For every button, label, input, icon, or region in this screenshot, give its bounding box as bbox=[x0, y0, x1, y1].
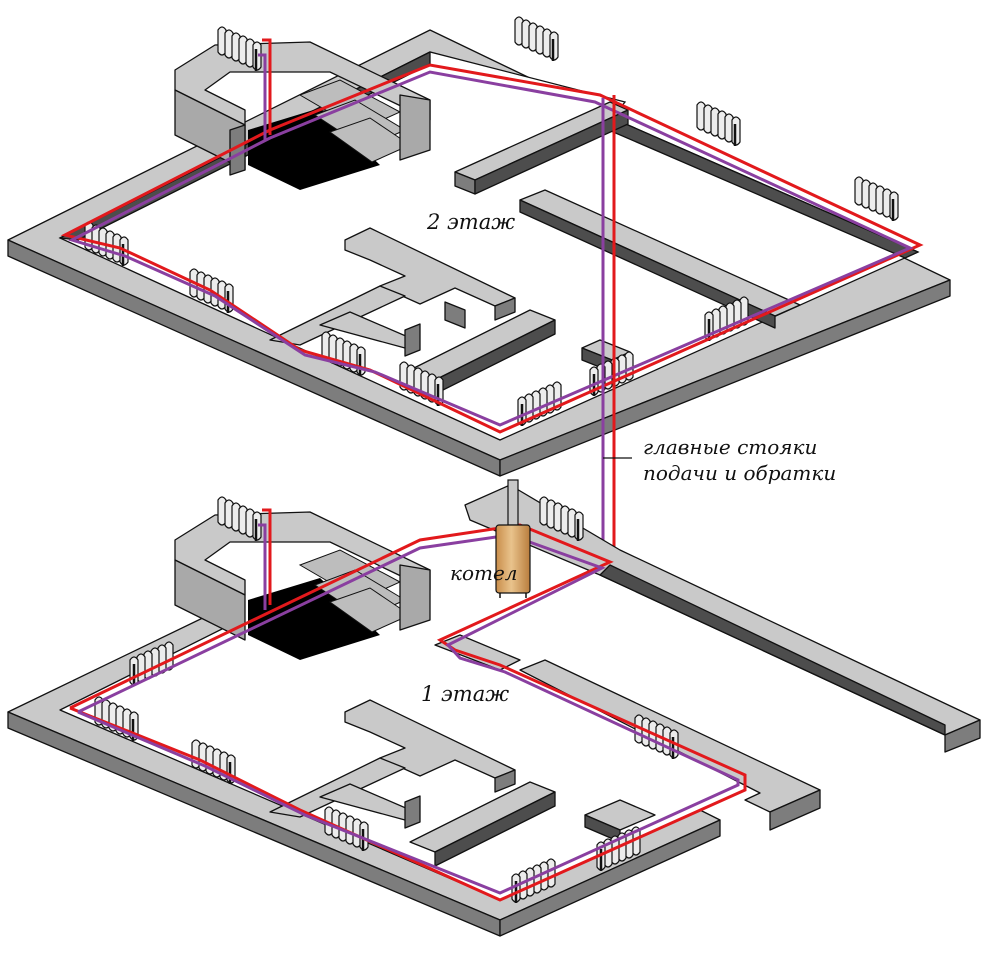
floor-2-outer-walls bbox=[7, 29, 951, 477]
chimney-icon bbox=[507, 479, 519, 526]
floor-2-return-pipe bbox=[68, 53, 914, 427]
floor-1-outer-walls bbox=[7, 484, 981, 937]
floor-1 bbox=[7, 484, 981, 937]
boiler-icon bbox=[495, 524, 531, 594]
radiator-icon bbox=[695, 100, 742, 148]
floor-2-supply-pipe bbox=[60, 38, 924, 434]
main-risers bbox=[601, 95, 632, 560]
floor-2 bbox=[7, 15, 951, 477]
boiler bbox=[495, 479, 531, 598]
risers-label-line2: подачи и обратки bbox=[643, 461, 836, 485]
boiler-label: котел bbox=[450, 561, 518, 585]
floor-1-label: 1 этаж bbox=[421, 682, 509, 706]
floor-2-label: 2 этаж bbox=[426, 210, 515, 234]
radiator-icon bbox=[513, 15, 560, 63]
risers-label-line1: главные стояки bbox=[643, 435, 817, 459]
radiator-icon bbox=[853, 175, 900, 223]
